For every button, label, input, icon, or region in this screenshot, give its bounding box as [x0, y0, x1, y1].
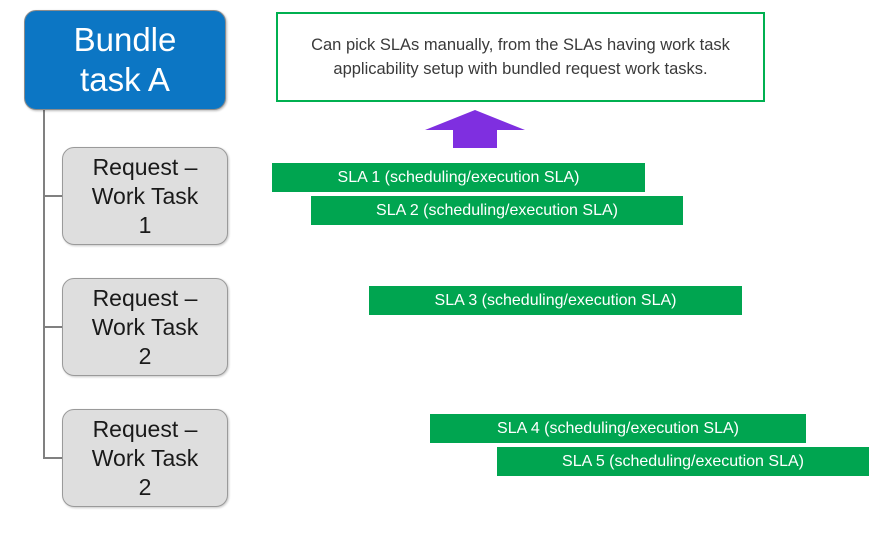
callout-note-text: Can pick SLAs manually, from the SLAs ha…: [311, 36, 730, 78]
connector-trunk: [43, 110, 45, 458]
request-work-task-box-1[interactable]: Request – Work Task 1: [62, 147, 228, 245]
connector-stub-task-3: [43, 457, 63, 459]
request-work-task-box-3[interactable]: Request – Work Task 2: [62, 409, 228, 507]
sla-bar-2[interactable]: SLA 2 (scheduling/execution SLA): [311, 196, 683, 225]
bundle-task-box[interactable]: Bundle task A: [24, 10, 226, 110]
sla-bar-1[interactable]: SLA 1 (scheduling/execution SLA): [272, 163, 645, 192]
sla-bar-4[interactable]: SLA 4 (scheduling/execution SLA): [430, 414, 806, 443]
up-arrow-icon: [425, 110, 525, 148]
request-work-task-box-2[interactable]: Request – Work Task 2: [62, 278, 228, 376]
connector-stub-task-2: [43, 326, 63, 328]
callout-note: Can pick SLAs manually, from the SLAs ha…: [276, 12, 765, 102]
sla-bar-3[interactable]: SLA 3 (scheduling/execution SLA): [369, 286, 742, 315]
sla-bar-5[interactable]: SLA 5 (scheduling/execution SLA): [497, 447, 869, 476]
connector-stub-task-1: [43, 195, 63, 197]
